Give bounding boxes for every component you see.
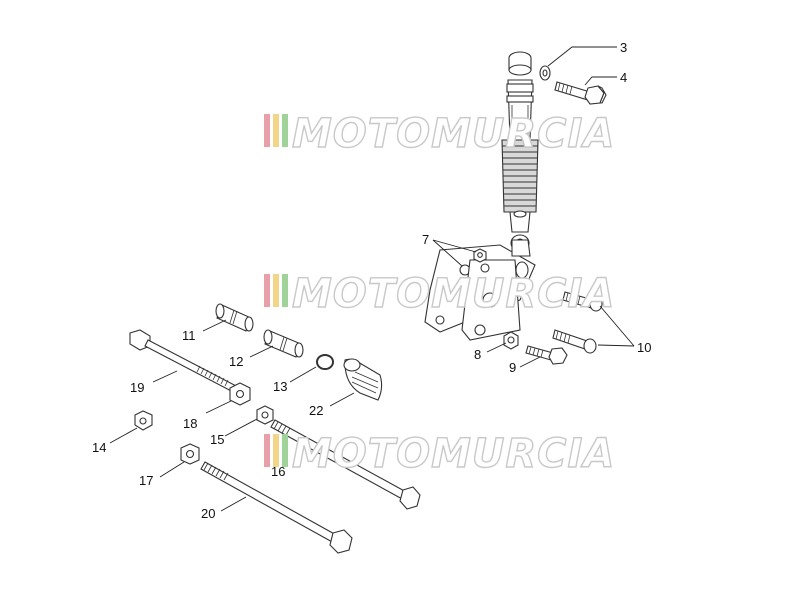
callout-16: 16 <box>271 464 285 479</box>
callout-3: 3 <box>620 40 627 55</box>
watermark-stripe-3 <box>282 434 288 467</box>
bolt-19 <box>129 329 241 395</box>
watermark-top: MOTOMURCIA <box>264 110 615 158</box>
watermark-middle: MOTOMURCIA <box>264 270 615 318</box>
bolt-16 <box>270 419 421 510</box>
nut-15 <box>256 405 274 425</box>
watermark-stripe-1 <box>264 434 270 467</box>
watermark-stripe-1 <box>264 114 270 147</box>
callout-9: 9 <box>509 360 516 375</box>
callout-12: 12 <box>229 354 243 369</box>
callouts: 3 4 7 8 9 10 11 12 13 14 15 16 17 18 19 … <box>92 40 651 521</box>
callout-8: 8 <box>474 347 481 362</box>
callout-14: 14 <box>92 440 106 455</box>
leader-lines <box>109 46 635 512</box>
bolt-9 <box>525 345 568 365</box>
callout-7: 7 <box>422 232 429 247</box>
nut-17 <box>180 443 200 465</box>
nut-8 <box>503 331 519 350</box>
watermark-stripe-2 <box>273 434 279 467</box>
callout-13: 13 <box>273 379 287 394</box>
watermark-stripe-2 <box>273 114 279 147</box>
washer-3 <box>539 65 551 81</box>
callout-11: 11 <box>182 328 196 343</box>
callout-22: 22 <box>309 403 323 418</box>
callout-15: 15 <box>210 432 224 447</box>
silentblock-22 <box>343 358 383 401</box>
watermark-stripe-3 <box>282 274 288 307</box>
callout-19: 19 <box>130 380 144 395</box>
bolt-10-lower <box>552 329 597 354</box>
callout-4: 4 <box>620 70 627 85</box>
watermark-text: MOTOMURCIA <box>292 271 615 317</box>
watermark-stripe-2 <box>273 274 279 307</box>
nut-14 <box>134 410 153 431</box>
nut-18 <box>229 382 251 406</box>
callout-17: 17 <box>139 473 153 488</box>
callout-10: 10 <box>637 340 651 355</box>
watermark-text: MOTOMURCIA <box>292 431 615 477</box>
watermark-stripe-3 <box>282 114 288 147</box>
bushing-11 <box>215 303 254 332</box>
bolt-20 <box>200 461 353 554</box>
bolt-4 <box>554 81 607 105</box>
callout-20: 20 <box>201 506 215 521</box>
watermark-bottom: MOTOMURCIA <box>264 430 615 478</box>
bracket-assembly <box>424 239 536 341</box>
bushing-12 <box>263 329 304 358</box>
callout-18: 18 <box>183 416 197 431</box>
nut-7 <box>473 248 487 263</box>
bolt-10-upper <box>562 291 603 312</box>
watermark-text: MOTOMURCIA <box>292 111 615 157</box>
watermark-stripe-1 <box>264 274 270 307</box>
ring-13 <box>316 354 334 370</box>
